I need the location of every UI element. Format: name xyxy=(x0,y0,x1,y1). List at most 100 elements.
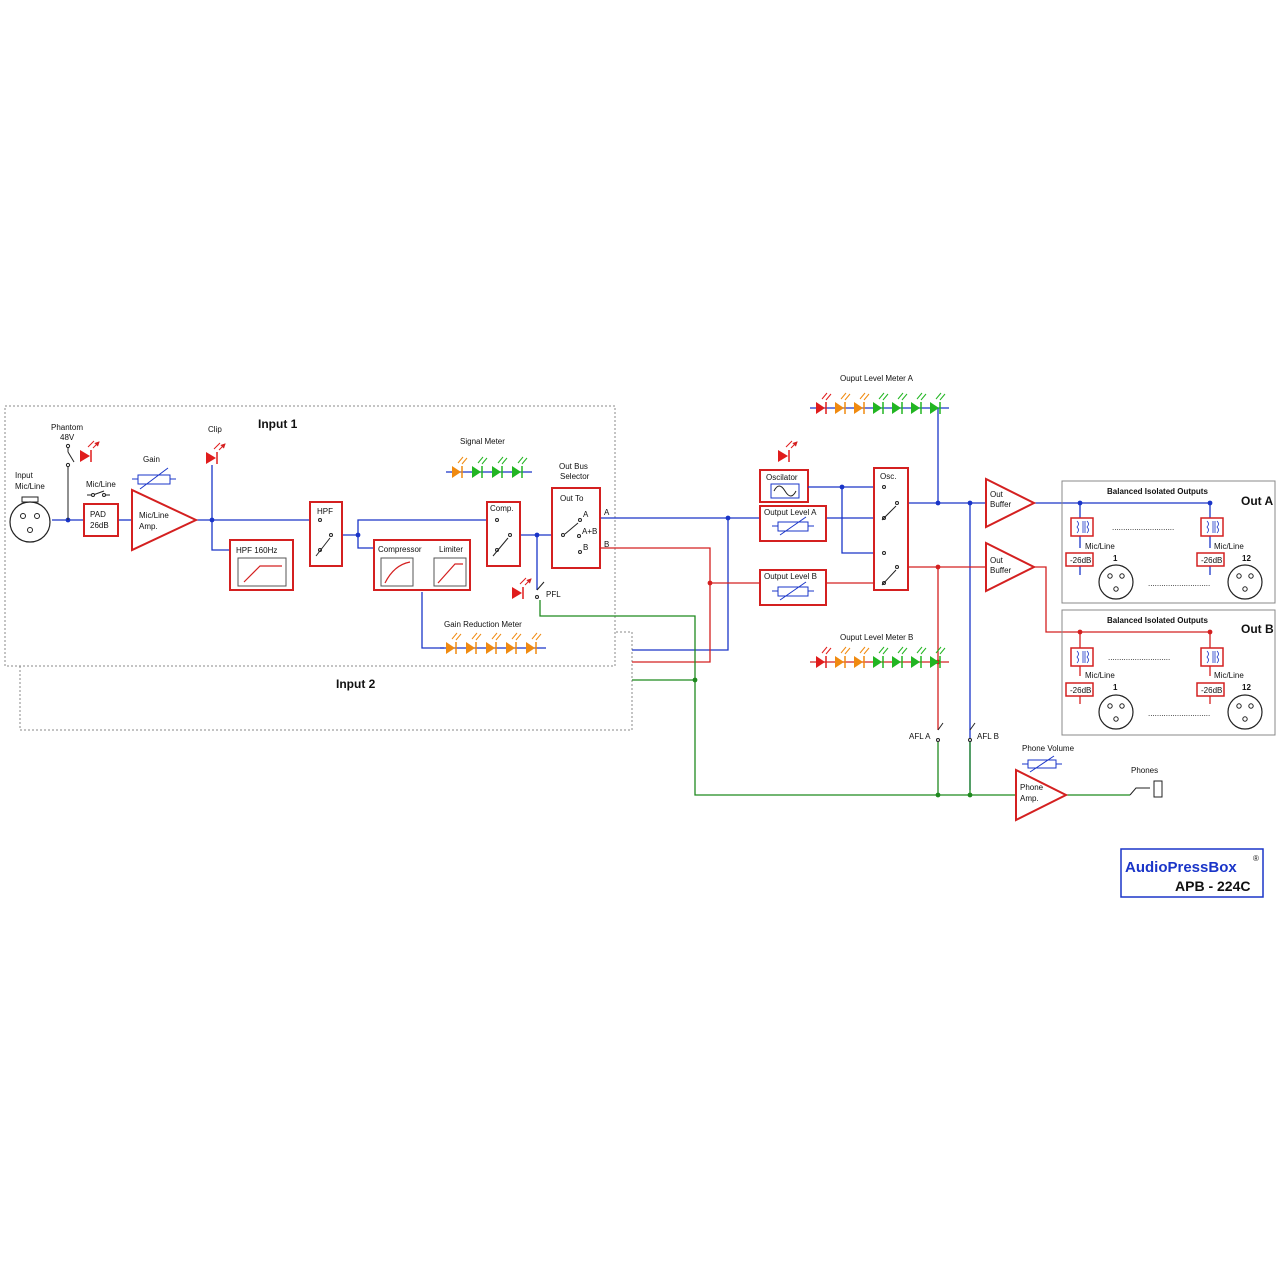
comp-switch-block xyxy=(486,501,521,567)
pad-26db-b12-label: -26dB xyxy=(1201,686,1222,695)
led-icon xyxy=(930,646,946,668)
led-icon xyxy=(892,392,908,414)
pad-26db-a1-block xyxy=(1065,552,1094,567)
osc-label: Osc. xyxy=(880,472,896,481)
selector-b-label: B xyxy=(583,543,588,552)
led-icon xyxy=(486,632,502,654)
mic-line-amp-block xyxy=(131,488,199,552)
out-b-title: Out B xyxy=(1241,622,1274,636)
output-level-a-label: Output Level A xyxy=(764,508,817,517)
led-icon xyxy=(835,392,851,414)
out-buffer-b-label-2: Buffer xyxy=(990,566,1012,575)
mic-line-switch-icon xyxy=(87,490,110,497)
compressor-label: Compressor xyxy=(378,545,422,554)
signal-meter-label: Signal Meter xyxy=(460,437,505,446)
input2-title: Input 2 xyxy=(336,677,376,691)
pad-26db-a1-label: -26dB xyxy=(1070,556,1091,565)
led-icon xyxy=(472,456,488,478)
out-buffer-b-block xyxy=(985,541,1037,593)
osc-selector-switches-icon xyxy=(881,485,899,586)
phantom-led-icon xyxy=(80,441,99,462)
out-bus-selector-block xyxy=(551,487,601,569)
phone-amp-block xyxy=(1015,768,1069,822)
out-a1-number: 1 xyxy=(1113,554,1118,563)
ellipsis-a-2: ............................ xyxy=(1148,579,1210,588)
limiter-curve-icon xyxy=(433,557,467,587)
led-icon xyxy=(452,456,468,478)
balanced-outputs-a-frame xyxy=(1061,480,1276,604)
xlr-out-b1-icon xyxy=(1098,694,1134,730)
meter-a-label: Ouput Level Meter A xyxy=(840,374,914,383)
transformer-a1-icon xyxy=(1070,517,1094,537)
pad-26db-b12-block xyxy=(1196,682,1225,697)
hpf-selector-switch-icon xyxy=(315,518,333,557)
bus-a-label: A xyxy=(604,508,610,517)
output-level-b-label: Output Level B xyxy=(764,572,817,581)
out-bus-selector-label-2: Selector xyxy=(560,472,590,481)
oscillator-label: Oscilator xyxy=(766,473,798,482)
output-level-b-potentiometer-icon xyxy=(772,581,814,601)
out-a12-number: 12 xyxy=(1242,554,1251,563)
out-b1-mic-line-label: Mic/Line xyxy=(1085,671,1115,680)
xlr-out-a12-icon xyxy=(1227,564,1263,600)
comp-label: Comp. xyxy=(490,504,514,513)
clip-led-icon xyxy=(206,443,225,464)
pad-26db-b1-block xyxy=(1065,682,1094,697)
signal-meter-leds xyxy=(446,456,532,478)
gain-reduction-meter-label: Gain Reduction Meter xyxy=(444,620,522,629)
led-icon xyxy=(506,632,522,654)
balanced-outputs-b-frame xyxy=(1061,609,1276,736)
afl-a-switch-icon xyxy=(936,722,944,742)
out-b12-number: 12 xyxy=(1242,683,1251,692)
transformer-b12-icon xyxy=(1200,647,1224,667)
amp-label-2: Amp. xyxy=(139,522,158,531)
sine-wave-icon xyxy=(770,483,800,499)
out-b1-number: 1 xyxy=(1113,683,1118,692)
bus-b-label: B xyxy=(604,540,609,549)
afl-b-label: AFL B xyxy=(977,732,999,741)
pad-value: 26dB xyxy=(90,521,109,530)
ellipsis-b-2: ............................ xyxy=(1148,709,1210,718)
pfl-switch-icon xyxy=(535,581,545,599)
out-a1-mic-line-label: Mic/Line xyxy=(1085,542,1115,551)
junction-dots-green xyxy=(692,677,973,798)
out-a12-mic-line-label: Mic/Line xyxy=(1214,542,1244,551)
phone-amp-label: Phone xyxy=(1020,783,1044,792)
pfl-label: PFL xyxy=(546,590,561,599)
compressor-curve-icon xyxy=(380,557,414,587)
out-b12-mic-line-label: Mic/Line xyxy=(1214,671,1244,680)
output-level-b-block xyxy=(759,569,827,606)
led-icon xyxy=(854,392,870,414)
clip-label: Clip xyxy=(208,425,222,434)
hpf-switch-block xyxy=(309,501,343,567)
out-bus-selector-label: Out Bus xyxy=(559,462,588,471)
gain-label: Gain xyxy=(143,455,160,464)
wires-green xyxy=(539,600,1130,796)
oscillator-led-icon xyxy=(778,441,797,462)
input1-title: Input 1 xyxy=(258,417,298,431)
led-icon xyxy=(492,456,508,478)
led-icon xyxy=(816,392,832,414)
led-icon xyxy=(512,456,528,478)
afl-a-label: AFL A xyxy=(909,732,931,741)
balanced-outputs-a-title: Balanced Isolated Outputs xyxy=(1107,487,1208,496)
mic-line-switch-label: Mic/Line xyxy=(86,480,116,489)
wires-red xyxy=(600,547,1212,730)
gain-potentiometer-icon xyxy=(132,467,176,490)
comp-selector-switch-icon xyxy=(492,518,512,557)
led-icon xyxy=(892,646,908,668)
led-icon xyxy=(930,392,946,414)
pad-block xyxy=(83,503,119,537)
limiter-label: Limiter xyxy=(439,545,463,554)
out-buffer-a-block xyxy=(985,477,1037,529)
input-label-2: Mic/Line xyxy=(15,482,45,491)
phones-label: Phones xyxy=(1131,766,1158,775)
led-icon xyxy=(911,646,927,668)
model-name: APB - 224C xyxy=(1175,878,1250,894)
amp-label: Mic/Line xyxy=(139,511,169,520)
output-level-a-potentiometer-icon xyxy=(772,516,814,536)
xlr-input-icon xyxy=(9,496,51,543)
led-icon xyxy=(854,646,870,668)
pad-26db-b1-label: -26dB xyxy=(1070,686,1091,695)
hpf-label: HPF xyxy=(317,507,333,516)
